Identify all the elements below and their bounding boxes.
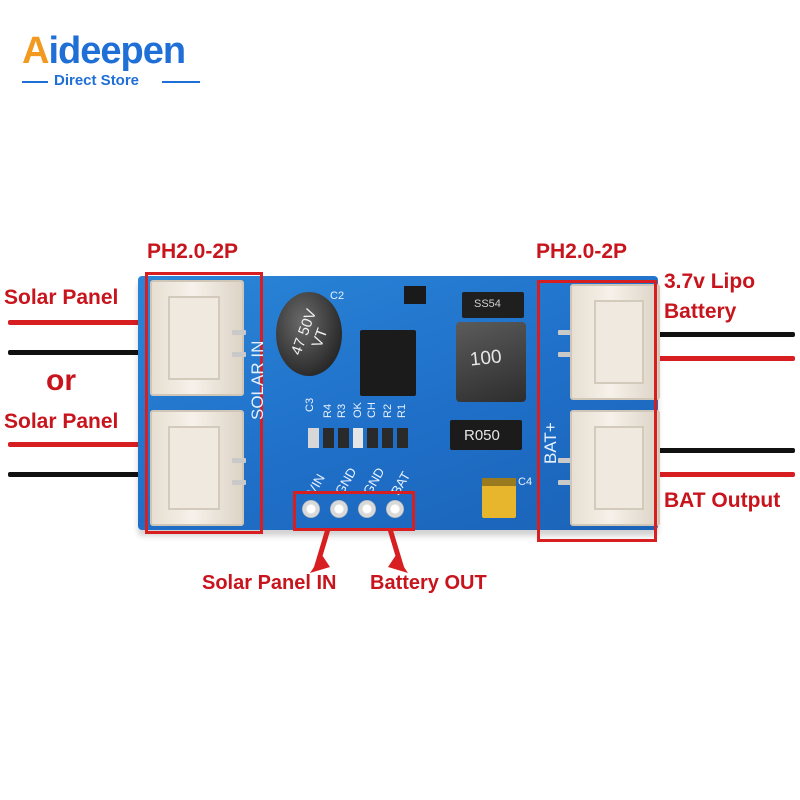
solar-panel-bottom-label: Solar Panel xyxy=(4,410,119,433)
smd-resistor-row xyxy=(308,428,409,448)
wire-left-black-2 xyxy=(8,472,148,477)
pin xyxy=(232,352,246,357)
silk-res-5: R1 xyxy=(396,403,408,418)
right-connector-bottom xyxy=(570,410,660,526)
pin xyxy=(558,480,572,485)
wire-right-red-2 xyxy=(655,472,795,477)
brand-subtitle: Direct Store xyxy=(54,72,140,89)
left-connector-highlight xyxy=(145,272,263,534)
shunt-resistor: R050 xyxy=(450,420,522,450)
pin-hole xyxy=(302,500,320,518)
pin-hole xyxy=(330,500,348,518)
wire-left-red-2 xyxy=(8,442,148,447)
wire-left-black-1 xyxy=(8,350,148,355)
right-connector-top xyxy=(570,284,660,400)
pin xyxy=(232,330,246,335)
silk-res-1: R3 xyxy=(336,403,348,418)
silk-res-0: R4 xyxy=(322,403,334,418)
tantalum-capacitor xyxy=(482,478,516,518)
bat-output-label: BAT Output xyxy=(664,489,781,512)
brand-logo: Aideepen Direct Store xyxy=(22,30,212,90)
pin xyxy=(558,352,572,357)
pin-hole xyxy=(386,500,404,518)
lipo-label-line1: 3.7v Lipo xyxy=(664,270,756,293)
left-connector-top xyxy=(150,280,244,396)
silk-bat-plus: BAT+ xyxy=(541,422,560,464)
right-connector-highlight xyxy=(537,280,657,542)
wire-right-red-1 xyxy=(655,356,795,361)
pin-header-highlight xyxy=(293,491,415,531)
silk-c4: C4 xyxy=(518,476,533,488)
inductor: 100 xyxy=(456,322,526,402)
diode: SS54 xyxy=(462,292,524,318)
battery-out-label: Battery OUT xyxy=(370,572,487,594)
pin xyxy=(558,330,572,335)
solar-panel-top-label: Solar Panel xyxy=(4,286,119,309)
silk-c3: C3 xyxy=(304,397,316,412)
solar-panel-in-label: Solar Panel IN xyxy=(202,572,337,594)
wire-left-red-1 xyxy=(8,320,148,325)
brand-line-right xyxy=(162,81,200,83)
wire-right-black-2 xyxy=(655,448,795,453)
brand-name: Aideepen xyxy=(22,30,186,72)
pin xyxy=(558,458,572,463)
left-connector-bottom xyxy=(150,410,244,526)
arrow-left-head xyxy=(310,555,330,573)
or-label: or xyxy=(46,364,76,397)
silk-c2: C2 xyxy=(330,290,345,302)
arrows xyxy=(310,528,408,573)
pin-hole xyxy=(358,500,376,518)
pin xyxy=(232,480,246,485)
ph-left-label: PH2.0-2P xyxy=(147,240,239,263)
ic-chip xyxy=(360,330,416,396)
ph-right-label: PH2.0-2P xyxy=(536,240,628,263)
silk-solar-in: SOLAR IN xyxy=(248,340,267,420)
lipo-label-line2: Battery xyxy=(664,300,737,323)
sot-component xyxy=(404,286,426,304)
silk-res-2: OK xyxy=(352,402,364,418)
pin xyxy=(232,458,246,463)
brand-line-left xyxy=(22,81,48,83)
arrow-right-head xyxy=(388,555,408,573)
silk-res-3: CH xyxy=(366,402,378,418)
silk-res-4: R2 xyxy=(382,403,394,418)
electrolytic-capacitor: 47 50V VT xyxy=(276,292,342,384)
wire-right-black-1 xyxy=(655,332,795,337)
